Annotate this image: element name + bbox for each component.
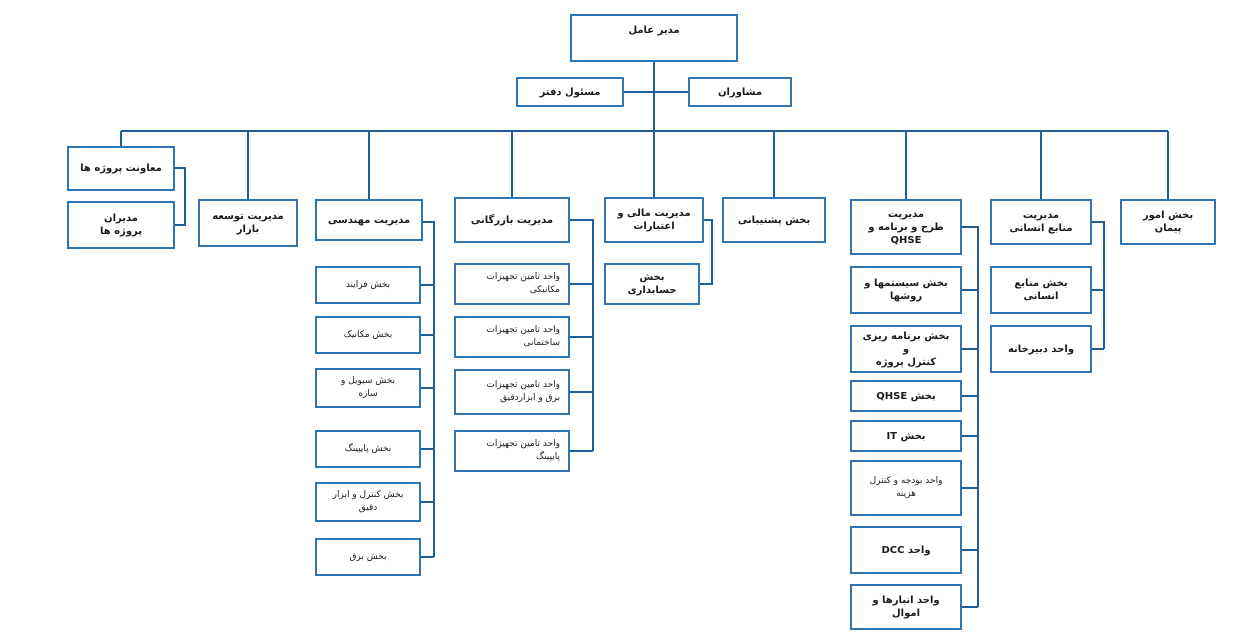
commercial-piping: واحد تامین تجهیزات پایپینگ xyxy=(454,430,570,472)
planning-control: بخش برنامه ریزی و کنترل پروژه xyxy=(850,325,962,373)
planning-box: مدیریت طرح و برنامه و QHSE xyxy=(850,199,962,255)
connector-line-26 xyxy=(962,226,979,607)
engineering-civil: بخش سیویل و سازه xyxy=(315,368,421,408)
commercial-electrical: واحد تامین تجهیزات برق و ابزاردقیق xyxy=(454,369,570,415)
commercial-mechanical: واحد تامین تجهیزات مکانیکی xyxy=(454,263,570,305)
engineering-electrical: بخش برق xyxy=(315,538,421,576)
commercial-box: مدیریت بازرگانی xyxy=(454,197,570,243)
engineering-process: بخش فرایند xyxy=(315,266,421,304)
engineering-piping: بخش پایپینگ xyxy=(315,430,421,468)
planning-warehouse: واحد انبارها و اموال xyxy=(850,584,962,630)
planning-dcc: واحد DCC xyxy=(850,526,962,574)
market-dev-box: مدیریت توسعه بازار xyxy=(198,199,298,247)
planning-qhse: بخش QHSE xyxy=(850,380,962,412)
hr-box: مدیریت منابع انسانی xyxy=(990,199,1092,245)
planning-budget: واحد بودجه و کنترل هزینه xyxy=(850,460,962,516)
planning-systems: بخش سیستمها و روشها xyxy=(850,266,962,314)
connector-line-20 xyxy=(570,219,594,451)
hr-secretariat: واحد دبیرخانه xyxy=(990,325,1092,373)
engineering-box: مدیریت مهندسی xyxy=(315,199,423,241)
projects-deputy-box: معاونت پروژه ها xyxy=(67,146,175,191)
connector-line-34 xyxy=(1092,221,1105,349)
project-managers-box: مدیران پروژه ها xyxy=(67,201,175,249)
finance-box: مدیریت مالی و اعتبارات xyxy=(604,197,704,243)
support-box: بخش پشتیبانی xyxy=(722,197,826,243)
hr-department: بخش منابع انسانی xyxy=(990,266,1092,314)
contracts-box: بخش امور پیمان xyxy=(1120,199,1216,245)
commercial-construction: واحد تامین تجهیزات ساختمانی xyxy=(454,316,570,358)
connector-line-25 xyxy=(700,219,713,285)
engineering-control: بخش کنترل و ابزار دقیق xyxy=(315,482,421,522)
engineering-mechanical: بخش مکانیک xyxy=(315,316,421,354)
planning-it: بخش IT xyxy=(850,420,962,452)
connector-line-13 xyxy=(423,221,435,557)
ceo-box: مدیر عامل xyxy=(570,14,738,62)
connector-line-12 xyxy=(175,167,186,226)
finance-accounting: بخش حسابداری xyxy=(604,263,700,305)
advisors-box: مشاوران xyxy=(688,77,792,107)
office-manager-box: مسئول دفتر xyxy=(516,77,624,107)
